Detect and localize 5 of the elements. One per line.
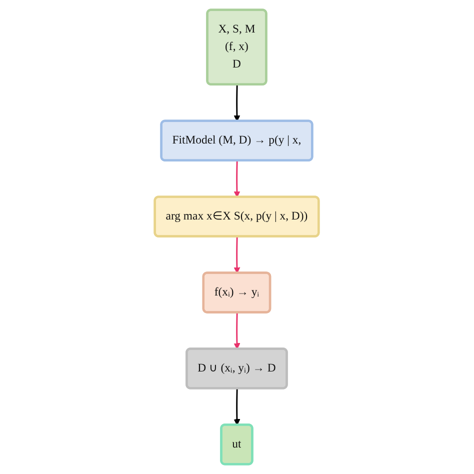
arrow	[234, 84, 240, 122]
arrow	[234, 312, 240, 350]
arrow	[234, 236, 240, 274]
arrow	[234, 160, 240, 198]
arrow	[234, 388, 240, 426]
